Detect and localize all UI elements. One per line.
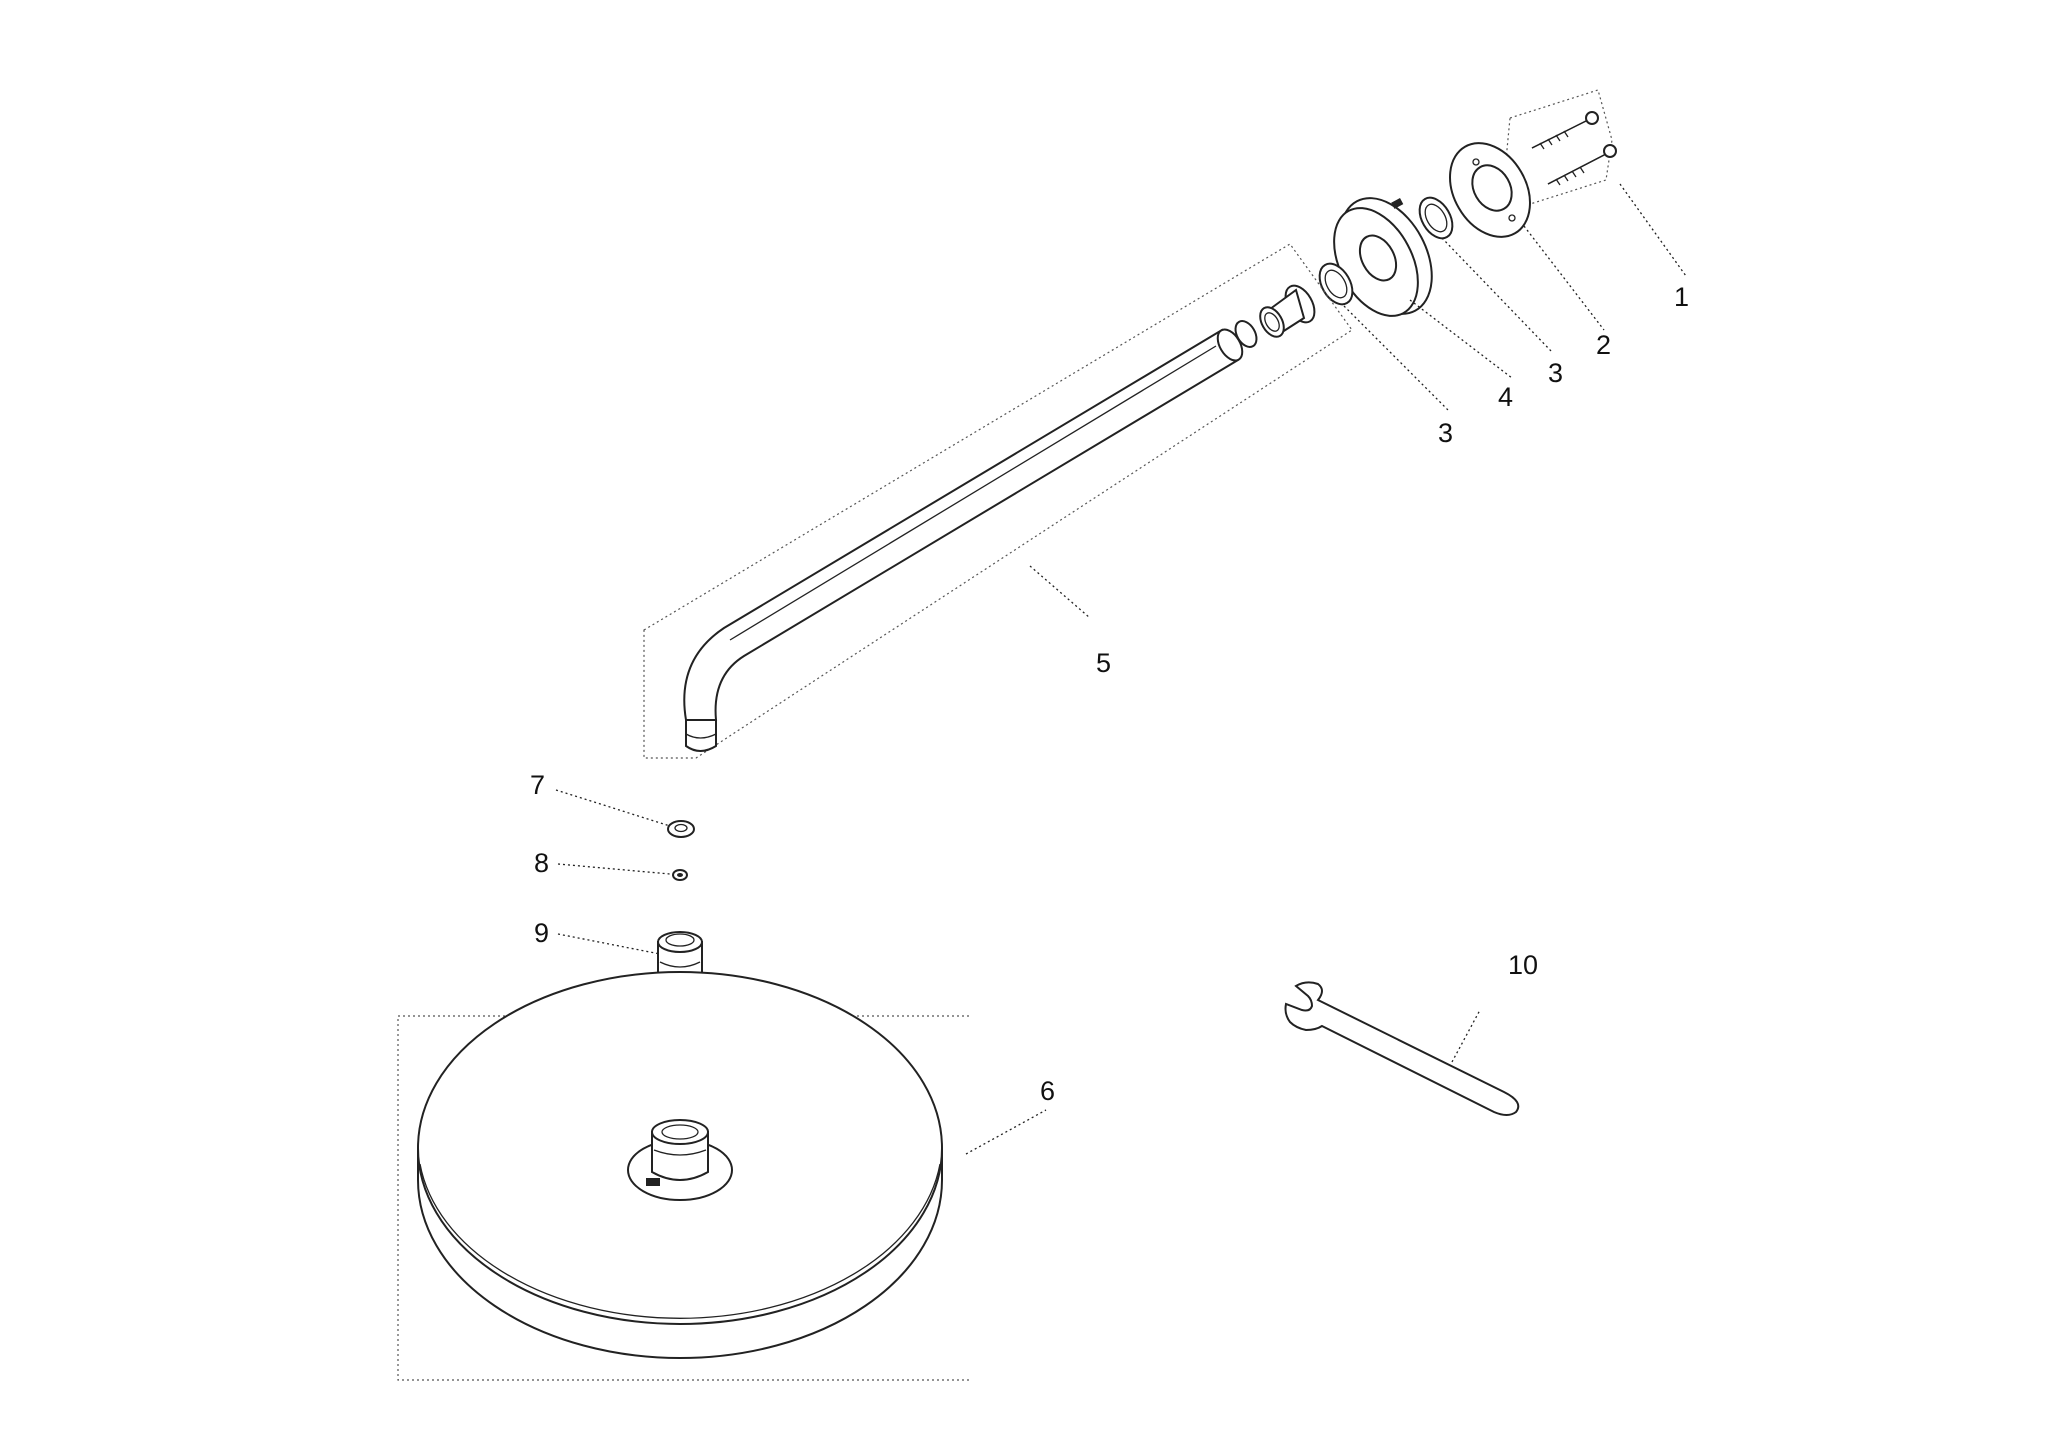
leader-3-upper bbox=[1441, 237, 1553, 353]
callout-9: 9 bbox=[534, 918, 549, 948]
leader-3-lower bbox=[1343, 305, 1451, 413]
part-5-outline bbox=[643, 243, 1353, 759]
part-4-rosette bbox=[1333, 197, 1433, 317]
callout-7: 7 bbox=[530, 770, 545, 800]
part-6-shower-head bbox=[397, 971, 970, 1381]
part-8-flow-restrictor bbox=[672, 869, 688, 881]
screw-lower bbox=[1547, 144, 1617, 186]
callout-10: 10 bbox=[1508, 950, 1538, 980]
leader-5 bbox=[1029, 565, 1091, 619]
part-5-shower-arm bbox=[643, 243, 1353, 759]
callout-4: 4 bbox=[1498, 382, 1513, 412]
leader-lines bbox=[555, 183, 1687, 1155]
leader-7 bbox=[555, 789, 671, 827]
leader-4 bbox=[1409, 299, 1513, 379]
screw-upper bbox=[1531, 111, 1599, 150]
part-10-spanner bbox=[1284, 981, 1520, 1116]
callout-1: 1 bbox=[1674, 282, 1689, 312]
callout-5: 5 bbox=[1096, 648, 1111, 678]
callout-3-lower: 3 bbox=[1438, 418, 1453, 448]
callout-6: 6 bbox=[1040, 1076, 1055, 1106]
leader-9 bbox=[557, 933, 661, 955]
part-3-seal-upper bbox=[1418, 196, 1454, 240]
leader-10 bbox=[1451, 1009, 1481, 1063]
callout-labels: 1 2 3 4 3 5 6 7 8 9 10 bbox=[530, 282, 1689, 1106]
part-7-washer bbox=[667, 820, 695, 838]
leader-8 bbox=[557, 863, 671, 875]
leader-1 bbox=[1619, 183, 1687, 277]
callout-3-upper: 3 bbox=[1548, 358, 1563, 388]
leader-2 bbox=[1523, 225, 1605, 331]
threaded-nipple bbox=[1259, 284, 1316, 338]
part-2-wall-plate bbox=[1449, 142, 1531, 238]
leader-6 bbox=[965, 1109, 1047, 1155]
arm-tube bbox=[683, 328, 1240, 721]
callout-8: 8 bbox=[534, 848, 549, 878]
callout-2: 2 bbox=[1596, 330, 1611, 360]
